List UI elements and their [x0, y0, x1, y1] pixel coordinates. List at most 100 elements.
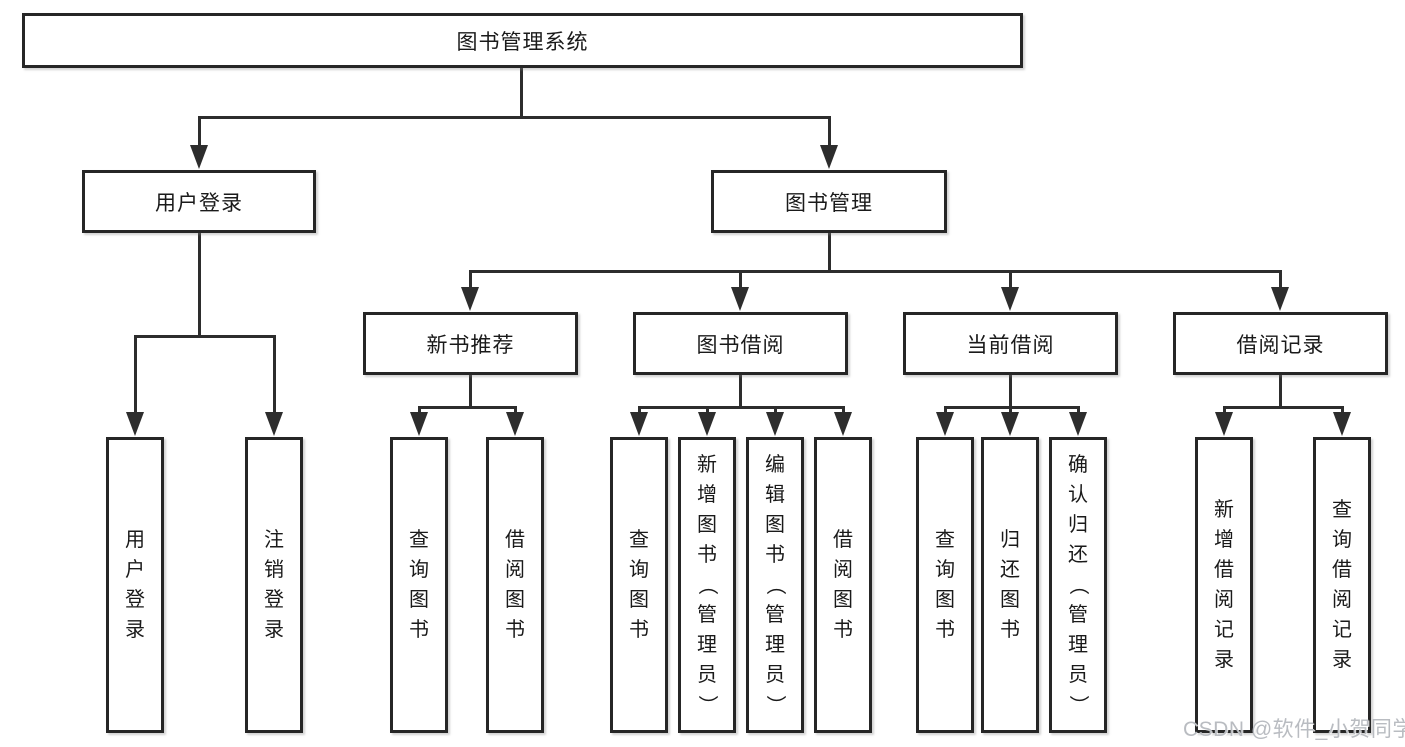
vertical-char: 查 — [629, 529, 649, 551]
vertical-char: 借 — [1332, 559, 1352, 581]
node-label: 用户登录 — [155, 191, 243, 215]
arrow-down-icon — [936, 412, 954, 436]
vertical-char: ） — [1067, 695, 1089, 715]
vertical-char: （ — [1067, 575, 1089, 595]
connector-line — [468, 269, 1282, 273]
connector-line — [773, 407, 777, 416]
connector-line — [417, 405, 517, 409]
node-current-borrowing: 当前借阅 — [903, 312, 1118, 375]
leaf-borrow-books: 借阅图书 — [814, 437, 872, 733]
arrow-down-icon — [820, 145, 838, 169]
leaf-logout: 注销登录 — [245, 437, 303, 733]
leaf-edit-books-admin: 编辑图书（管理员） — [746, 437, 804, 733]
arrow-down-icon — [1271, 287, 1289, 311]
vertical-char: 阅 — [833, 559, 853, 581]
vertical-char: 员 — [1068, 664, 1088, 686]
vertical-char: 还 — [1068, 544, 1088, 566]
vertical-char: 询 — [1332, 529, 1352, 551]
vertical-char: 管 — [765, 604, 785, 626]
arrow-down-icon — [630, 412, 648, 436]
connector-line — [705, 407, 709, 416]
vertical-char: 录 — [1214, 649, 1234, 671]
node-label: 图书管理系统 — [456, 30, 589, 54]
vertical-char: 图 — [833, 589, 853, 611]
vertical-char: 录 — [1332, 649, 1352, 671]
arrow-down-icon — [1333, 412, 1351, 436]
leaf-add-borrow-record: 新增借阅记录 — [1195, 437, 1253, 733]
vertical-char: 录 — [264, 619, 284, 641]
vertical-char: 借 — [1214, 559, 1234, 581]
connector-line — [827, 233, 831, 272]
arrow-down-icon — [1069, 412, 1087, 436]
vertical-char: 理 — [697, 634, 717, 656]
arrow-down-icon — [731, 287, 749, 311]
connector-line — [417, 407, 421, 416]
vertical-char: 图 — [409, 589, 429, 611]
connector-line — [468, 375, 472, 408]
vertical-char: 书 — [697, 544, 717, 566]
node-new-book-recommendation: 新书推荐 — [363, 312, 578, 375]
arrow-down-icon — [1001, 412, 1019, 436]
vertical-char: 登 — [264, 589, 284, 611]
connector-line — [133, 336, 137, 416]
connector-line — [1340, 407, 1344, 416]
connector-line — [943, 405, 1080, 409]
connector-line — [1076, 407, 1080, 416]
vertical-char: 书 — [409, 619, 429, 641]
vertical-char: 注 — [264, 529, 284, 551]
vertical-char: 书 — [935, 619, 955, 641]
connector-line — [197, 117, 201, 149]
vertical-char: 记 — [1332, 619, 1352, 641]
vertical-char: 查 — [409, 529, 429, 551]
node-user-login: 用户登录 — [82, 170, 316, 233]
vertical-char: 借 — [833, 529, 853, 551]
vertical-char: 录 — [125, 619, 145, 641]
vertical-char: （ — [696, 575, 718, 595]
vertical-char: 阅 — [1332, 589, 1352, 611]
connector-line — [1008, 375, 1012, 408]
arrow-down-icon — [461, 287, 479, 311]
csdn-watermark: CSDN @软件_小贺同学 — [1183, 718, 1405, 741]
vertical-char: ） — [696, 695, 718, 715]
connector-line — [133, 334, 276, 338]
arrow-down-icon — [1215, 412, 1233, 436]
leaf-confirm-return-admin: 确认归还（管理员） — [1049, 437, 1107, 733]
arrow-down-icon — [1001, 287, 1019, 311]
leaf-query-books-current: 查询图书 — [916, 437, 974, 733]
arrow-down-icon — [766, 412, 784, 436]
arrow-down-icon — [834, 412, 852, 436]
vertical-char: 用 — [125, 529, 145, 551]
connector-line — [827, 117, 831, 149]
vertical-char: 询 — [409, 559, 429, 581]
arrow-down-icon — [698, 412, 716, 436]
vertical-char: 图 — [765, 514, 785, 536]
arrow-down-icon — [126, 412, 144, 436]
vertical-char: 还 — [1000, 559, 1020, 581]
vertical-char: 增 — [1214, 529, 1234, 551]
vertical-char: 管 — [1068, 604, 1088, 626]
vertical-char: 销 — [264, 559, 284, 581]
connector-line — [637, 407, 641, 416]
connector-line — [513, 407, 517, 416]
vertical-char: 图 — [629, 589, 649, 611]
vertical-char: 书 — [505, 619, 525, 641]
connector-line — [468, 271, 472, 291]
vertical-char: 管 — [697, 604, 717, 626]
vertical-char: 借 — [505, 529, 525, 551]
vertical-char: 新 — [697, 454, 717, 476]
connector-line — [519, 68, 523, 117]
connector-line — [1008, 407, 1012, 416]
vertical-char: 书 — [765, 544, 785, 566]
vertical-char: 登 — [125, 589, 145, 611]
connector-line — [1278, 375, 1282, 408]
vertical-char: 书 — [1000, 619, 1020, 641]
vertical-char: ） — [764, 695, 786, 715]
node-label: 借阅记录 — [1236, 333, 1325, 357]
arrow-down-icon — [410, 412, 428, 436]
vertical-char: 阅 — [505, 559, 525, 581]
vertical-char: 员 — [697, 664, 717, 686]
arrow-down-icon — [265, 412, 283, 436]
node-root-system: 图书管理系统 — [22, 13, 1023, 68]
node-book-management: 图书管理 — [711, 170, 947, 233]
